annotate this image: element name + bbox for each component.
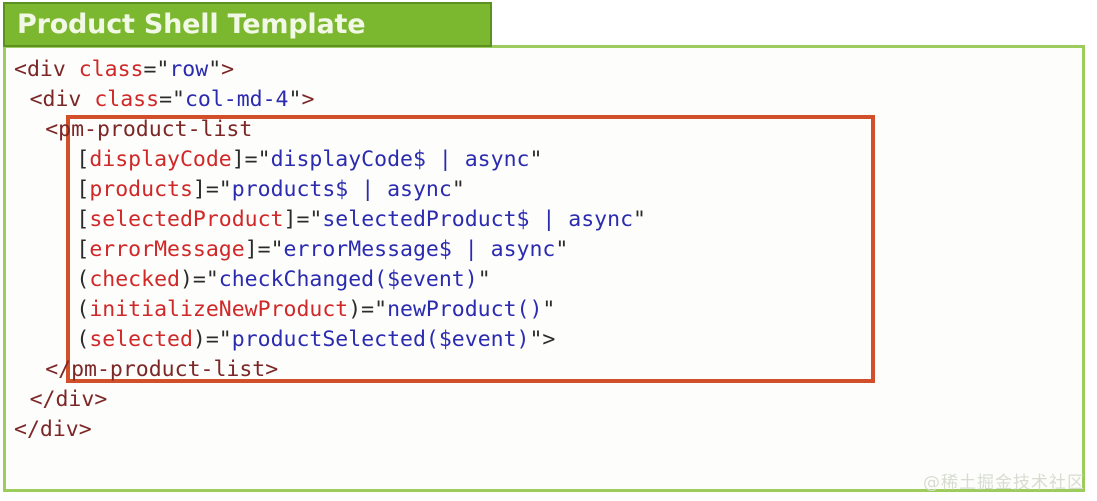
code-token-punct: =" (143, 57, 170, 82)
code-token-tag: </pm-product-list> (45, 357, 279, 382)
code-line: (checked)="checkChanged($event)" (76, 265, 490, 295)
watermark: @稀土掘金技术社区 (923, 473, 1085, 493)
code-line: (initializeNewProduct)="newProduct()" (76, 295, 555, 325)
code-token-punct: ( (76, 327, 90, 352)
code-token-attr: products (89, 177, 193, 202)
code-line: </div> (30, 385, 108, 415)
code-token-tag: > (301, 87, 315, 112)
code-line: [displayCode]="displayCode$ | async" (76, 145, 542, 175)
code-line: <pm-product-list (45, 115, 252, 145)
code-token-punct: ]=" (244, 237, 284, 262)
code-token-punct: =" (159, 87, 185, 112)
code-token-tag: <pm-product-list (45, 117, 253, 142)
code-content-box (3, 45, 1085, 492)
code-token-attr: checked (89, 267, 180, 292)
code-token-tag: <div (14, 57, 79, 82)
code-token-str: displayCode$ | async (270, 147, 530, 172)
code-token-punct: " (529, 147, 543, 172)
code-token-punct: ]=" (231, 147, 271, 172)
code-token-punct: )=" (192, 327, 232, 352)
code-token-punct: "> (529, 327, 556, 352)
code-token-punct: " (633, 207, 646, 232)
code-line: (selected)="productSelected($event)"> (76, 325, 555, 355)
code-token-attr: class (78, 57, 144, 82)
code-token-punct: [ (76, 147, 90, 172)
code-token-attr: errorMessage (89, 237, 245, 262)
code-token-punct: [ (76, 207, 90, 232)
code-token-str: row (169, 57, 209, 82)
code-token-punct: " (451, 177, 465, 202)
code-token-attr: initializeNewProduct (89, 297, 349, 322)
code-token-str: checkChanged($event) (218, 267, 478, 292)
code-token-attr: class (94, 87, 160, 112)
code-token-str: col-md-4 (184, 87, 289, 112)
code-token-punct: " (477, 267, 491, 292)
code-token-str: productSelected($event) (231, 327, 530, 352)
code-token-attr: selected (89, 327, 193, 352)
code-token-punct: )=" (348, 297, 388, 322)
code-line: </pm-product-list> (45, 355, 278, 385)
code-line: </div> (14, 415, 92, 445)
code-line: [products]="products$ | async" (76, 175, 464, 205)
code-token-punct: [ (76, 237, 90, 262)
page-title: Product Shell Template (17, 9, 366, 40)
code-token-punct: )=" (179, 267, 219, 292)
code-token-str: errorMessage$ | async (283, 237, 556, 262)
code-token-punct: [ (76, 177, 90, 202)
code-line: <div class="row"> (14, 55, 234, 85)
code-token-punct: ( (76, 297, 90, 322)
code-token-punct: ]=" (192, 177, 232, 202)
code-token-punct: ( (76, 267, 90, 292)
code-token-str: products$ | async (231, 177, 452, 202)
code-token-punct: ]=" (283, 207, 323, 232)
code-token-attr: selectedProduct (89, 207, 284, 232)
code-token-punct: " (288, 87, 302, 112)
code-token-tag: </div> (29, 387, 108, 412)
code-block: <div class="row"><div class="col-md-4"><… (0, 45, 1085, 492)
code-token-str: newProduct() (387, 297, 543, 322)
code-token-tag: > (221, 57, 235, 82)
code-line: [errorMessage]="errorMessage$ | async" (76, 235, 568, 265)
code-token-tag: <div (29, 87, 95, 112)
code-token-punct: " (542, 297, 556, 322)
code-token-punct: " (208, 57, 222, 82)
code-token-tag: </div> (14, 417, 92, 442)
code-line: [selectedProduct]="selectedProduct$ | as… (76, 205, 646, 235)
code-token-attr: displayCode (89, 147, 232, 172)
code-token-str: selectedProduct$ | async (322, 207, 634, 232)
code-line: <div class="col-md-4"> (30, 85, 315, 115)
code-token-punct: " (555, 237, 569, 262)
title-banner: Product Shell Template (3, 2, 492, 47)
